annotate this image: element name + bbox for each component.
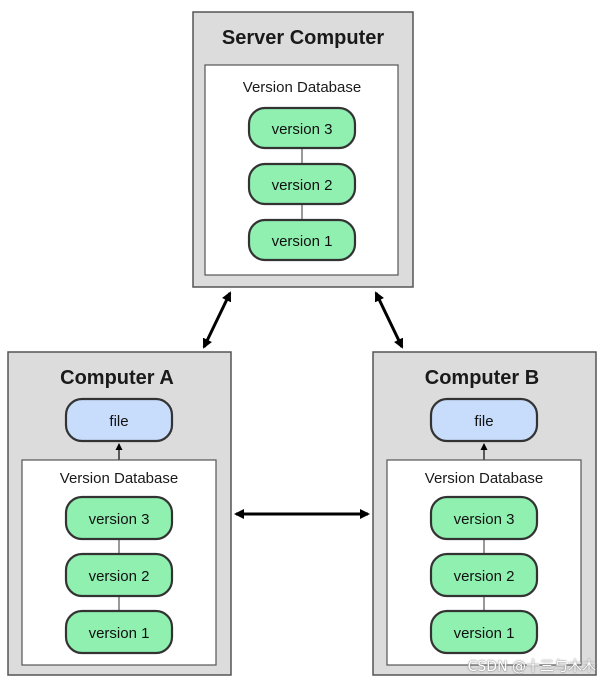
computer-a-version-3: version 3 [64,495,174,541]
computer-b-version-3: version 3 [429,495,539,541]
server-db-title: Version Database [243,79,361,96]
version-pill [429,495,539,541]
computer-b-version-2: version 2 [429,552,539,598]
version-label: version 2 [89,568,150,585]
file-label: file [109,413,128,430]
version-pill [247,162,357,206]
version-label: version 3 [454,511,515,528]
computer-b: Computer B file Version Database version… [372,351,597,676]
version-label: version 3 [272,121,333,138]
file-pill [64,397,174,443]
computer-a-version-2: version 2 [64,552,174,598]
version-pill [429,552,539,598]
version-label: version 2 [272,177,333,194]
computer-a: Computer A file Version Database version… [7,351,232,676]
version-label: version 1 [454,625,515,642]
computer-a-title: Computer A [60,367,174,389]
server-version-2: version 2 [247,162,357,206]
version-pill [64,552,174,598]
file-pill [429,397,539,443]
computer-a-db-title: Version Database [60,470,178,487]
server-computer-title: Server Computer [222,27,384,49]
watermark: CSDN @十三与木木 [467,659,596,675]
version-label: version 2 [454,568,515,585]
server-computer: Server Computer Version Database version… [192,11,414,288]
file-label: file [474,413,493,430]
version-label: version 3 [89,511,150,528]
version-pill [64,609,174,655]
version-pill [247,218,357,262]
version-label: version 1 [272,233,333,250]
server-version-3: version 3 [247,106,357,150]
computer-b-file: file [429,397,539,443]
version-pill [247,106,357,150]
computer-b-db-title: Version Database [425,470,543,487]
computer-b-title: Computer B [425,367,539,389]
server-version-1: version 1 [247,218,357,262]
computer-a-file: file [64,397,174,443]
version-pill [64,495,174,541]
version-label: version 1 [89,625,150,642]
server-to-computer-b-arrow [374,291,404,349]
computer-a-version-1: version 1 [64,609,174,655]
server-to-computer-a-arrow [202,291,232,349]
computer-b-version-1: version 1 [429,609,539,655]
version-pill [429,609,539,655]
